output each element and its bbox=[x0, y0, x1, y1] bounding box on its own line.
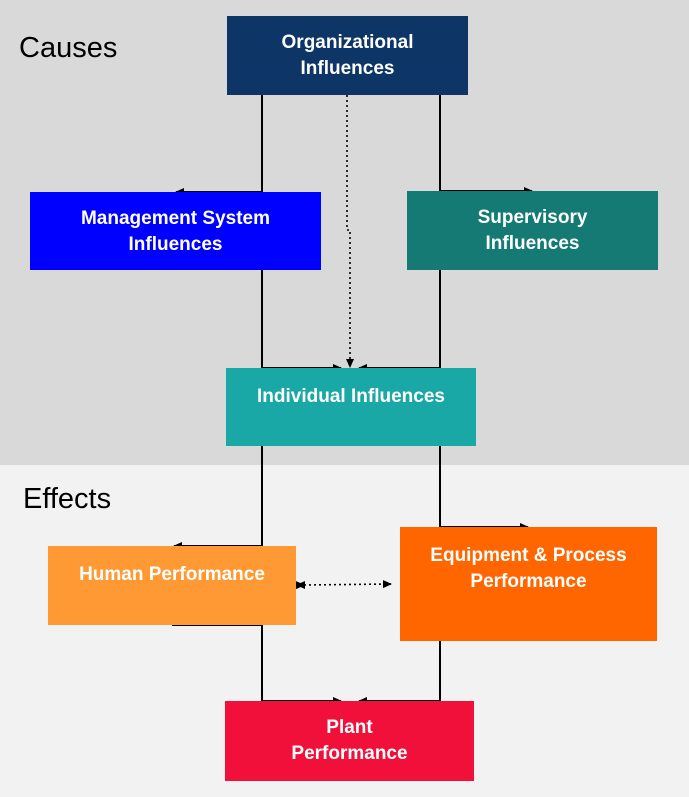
plant-line-1: Plant bbox=[326, 717, 373, 738]
human-line-1: Human Performance bbox=[79, 564, 265, 585]
connector-management-to-individual bbox=[261, 270, 342, 372]
plant-line-2: Performance bbox=[291, 743, 408, 764]
connector-org-to-management bbox=[175, 95, 263, 196]
effects-label: Effects bbox=[23, 483, 112, 515]
organizational-line-2: Influences bbox=[300, 58, 395, 79]
equipment-process-performance-box: Equipment & Process Performance bbox=[400, 527, 657, 641]
connector-equipment-to-plant bbox=[358, 641, 441, 705]
human-performance-box: Human Performance bbox=[48, 546, 296, 625]
equipment-line-2: Performance bbox=[470, 571, 587, 592]
management-line-1: Management System bbox=[80, 208, 270, 229]
connector-human-equipment-dotted bbox=[295, 580, 392, 590]
supervisory-influences-box: Supervisory Influences bbox=[407, 191, 658, 270]
connector-individual-to-equipment bbox=[439, 446, 529, 531]
connector-org-to-individual-dotted bbox=[346, 95, 354, 368]
individual-influences-box: Individual Influences bbox=[226, 368, 476, 446]
individual-line-1: Individual Influences bbox=[257, 386, 445, 407]
connector-org-to-supervisory bbox=[439, 95, 533, 195]
connector-individual-to-human bbox=[173, 446, 263, 550]
plant-performance-box: Plant Performance bbox=[225, 701, 474, 781]
causes-label: Causes bbox=[19, 32, 118, 64]
organizational-influences-box: Organizational Influences bbox=[227, 16, 468, 95]
organizational-line-1: Organizational bbox=[281, 32, 414, 53]
supervisory-line-1: Supervisory bbox=[477, 207, 588, 228]
connector-human-to-plant bbox=[172, 624, 342, 705]
management-line-2: Influences bbox=[128, 234, 223, 255]
connector-supervisory-to-individual bbox=[358, 270, 441, 372]
arrowhead-left bbox=[296, 581, 305, 589]
management-system-influences-box: Management System Influences bbox=[30, 192, 321, 270]
supervisory-line-2: Influences bbox=[485, 233, 580, 254]
equipment-line-1: Equipment & Process bbox=[430, 545, 627, 566]
